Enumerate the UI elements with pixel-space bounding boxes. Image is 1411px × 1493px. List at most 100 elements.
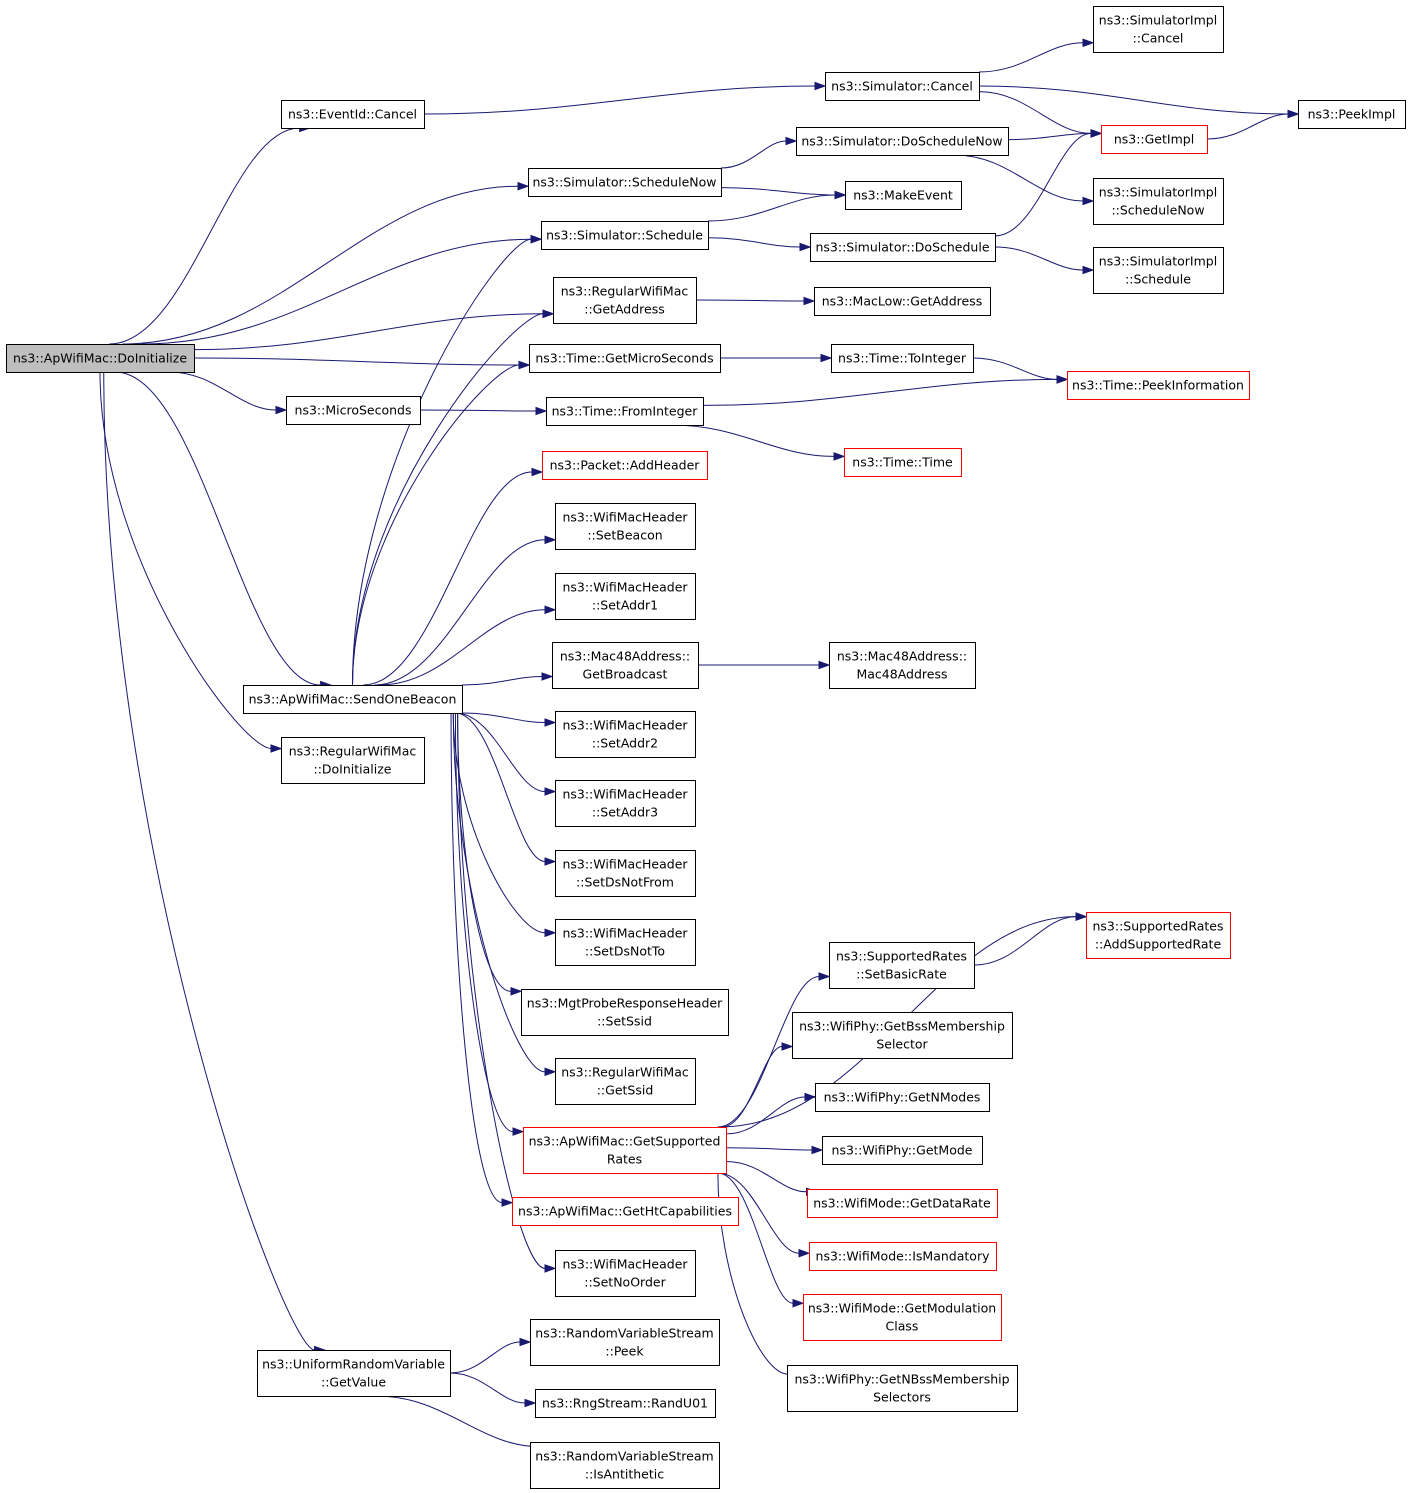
node-label: ::AddSupportedRate xyxy=(1095,937,1222,952)
edge-getSuppRates-to-getBssSel xyxy=(721,1042,794,1128)
node-label: ns3::Mac48Address:: xyxy=(837,649,967,664)
edge-root-to-microSec xyxy=(169,371,288,415)
node-wifimacheader-setdsnotfrom[interactable]: ns3::WifiMacHeader::SetDsNotFrom xyxy=(555,850,696,897)
edge-line xyxy=(1206,113,1289,140)
node-simulator-schedulenow[interactable]: ns3::Simulator::ScheduleNow xyxy=(528,168,722,197)
node-uniformrandomvariable-getvalue[interactable]: ns3::UniformRandomVariable::GetValue xyxy=(257,1350,451,1397)
edge-microSec-to-fromInteger xyxy=(419,406,548,416)
node-apwifimac-gethtcapabilities[interactable]: ns3::ApWifiMac::GetHtCapabilities xyxy=(512,1197,739,1226)
node-microseconds[interactable]: ns3::MicroSeconds xyxy=(286,396,421,425)
node-label: ns3::GetImpl xyxy=(1114,132,1194,147)
edge-sendBeacon-to-schedule xyxy=(352,234,543,686)
node-simulator-schedule[interactable]: ns3::Simulator::Schedule xyxy=(541,221,709,250)
edge-line xyxy=(717,976,820,1128)
node-label: ns3::Simulator::Schedule xyxy=(546,228,703,243)
node-label: ::SetAddr1 xyxy=(592,598,658,613)
edge-line xyxy=(978,91,1092,134)
node-box xyxy=(815,1083,990,1112)
node-supportedrates-setbasicrate[interactable]: ns3::SupportedRates::SetBasicRate xyxy=(829,942,975,989)
edge-line xyxy=(717,1172,794,1304)
node-regularwifimac-getssid[interactable]: ns3::RegularWifiMac::GetSsid xyxy=(555,1058,696,1105)
node-makeevent[interactable]: ns3::MakeEvent xyxy=(845,181,962,210)
node-randomvariablestream-peek[interactable]: ns3::RandomVariableStream::Peek xyxy=(530,1319,720,1366)
node-wifiphy-getmode[interactable]: ns3::WifiPhy::GetMode xyxy=(822,1136,983,1165)
edge-doSchedule-to-simImplSched xyxy=(994,246,1095,275)
edge-sendBeacon-to-setAddr2 xyxy=(461,712,557,727)
edge-arrowhead xyxy=(544,928,557,938)
edge-line xyxy=(725,1096,806,1135)
edge-line xyxy=(419,409,537,412)
node-apwifimac-sendonebeacon[interactable]: ns3::ApWifiMac::SendOneBeacon xyxy=(243,685,463,714)
node-wifimode-ismandatory[interactable]: ns3::WifiMode::IsMandatory xyxy=(809,1242,997,1271)
edge-root-to-evCancel xyxy=(109,123,312,345)
node-apwifimac-doinitialize[interactable]: ns3::ApWifiMac::DoInitialize xyxy=(6,344,195,373)
node-simulator-doschedulenow[interactable]: ns3::Simulator::DoScheduleNow xyxy=(796,127,1009,156)
edge-arrowhead xyxy=(275,405,288,415)
node-rngstream-randu01[interactable]: ns3::RngStream::RandU01 xyxy=(535,1389,716,1418)
node-time-frominteger[interactable]: ns3::Time::FromInteger xyxy=(546,397,704,426)
node-simulatorimpl-schedulenow[interactable]: ns3::SimulatorImpl::ScheduleNow xyxy=(1093,178,1224,225)
edge-arrowhead xyxy=(518,360,531,370)
node-wifimacheader-setaddr3[interactable]: ns3::WifiMacHeader::SetAddr3 xyxy=(555,780,696,827)
node-box xyxy=(1101,125,1208,154)
node-regularwifimac-doinitialize[interactable]: ns3::RegularWifiMac::DoInitialize xyxy=(281,737,425,784)
node-simulator-doschedule[interactable]: ns3::Simulator::DoSchedule xyxy=(810,233,996,262)
edge-arrowhead xyxy=(833,452,846,461)
edge-sendBeacon-to-getHtCap xyxy=(450,712,514,1207)
node-wifimacheader-setbeacon[interactable]: ns3::WifiMacHeader::SetBeacon xyxy=(555,503,696,550)
edge-line xyxy=(725,1161,807,1193)
node-simulator-cancel[interactable]: ns3::Simulator::Cancel xyxy=(825,72,980,101)
node-supportedrates-addsupportedrate[interactable]: ns3::SupportedRates::AddSupportedRate xyxy=(1086,912,1231,959)
node-wifimacheader-setdsnotto[interactable]: ns3::WifiMacHeader::SetDsNotTo xyxy=(555,919,696,966)
node-mac48address-mac48address[interactable]: ns3::Mac48Address::Mac48Address xyxy=(829,642,976,689)
edge-line xyxy=(103,371,315,1351)
call-nodes: ns3::ApWifiMac::DoInitialize ns3::EventId… xyxy=(6,6,1406,1489)
node-label: ns3::EventId::Cancel xyxy=(288,107,417,122)
edge-arrowhead xyxy=(544,857,557,866)
node-randomvariablestream-isantithetic[interactable]: ns3::RandomVariableStream::IsAntithetic xyxy=(530,1442,720,1489)
node-time-getmicroseconds[interactable]: ns3::Time::GetMicroSeconds xyxy=(529,344,721,373)
edge-schedNow-to-makeEvent xyxy=(720,187,847,200)
node-label: ns3::WifiMacHeader xyxy=(562,510,688,525)
node-label: ns3::WifiMacHeader xyxy=(562,857,688,872)
node-simulatorimpl-cancel[interactable]: ns3::SimulatorImpl::Cancel xyxy=(1093,6,1224,53)
node-time-time[interactable]: ns3::Time::Time xyxy=(844,448,962,477)
node-eventid-cancel[interactable]: ns3::EventId::Cancel xyxy=(281,100,425,129)
node-regularwifimac-getaddress[interactable]: ns3::RegularWifiMac::GetAddress xyxy=(553,277,697,324)
node-time-peekinformation[interactable]: ns3::Time::PeekInformation xyxy=(1067,371,1250,400)
node-mac48address-getbroadcast[interactable]: ns3::Mac48Address::GetBroadcast xyxy=(552,642,699,689)
node-box xyxy=(803,1294,1002,1341)
node-label: ns3::WifiMode::GetModulation xyxy=(808,1301,996,1316)
edge-line xyxy=(109,127,300,345)
node-box xyxy=(1093,6,1224,53)
node-wifimode-getdatarate[interactable]: ns3::WifiMode::GetDataRate xyxy=(807,1189,998,1218)
edge-line xyxy=(1007,132,1092,141)
node-wifimacheader-setaddr2[interactable]: ns3::WifiMacHeader::SetAddr2 xyxy=(555,711,696,758)
node-wifiphy-getnmodes[interactable]: ns3::WifiPhy::GetNModes xyxy=(815,1083,990,1112)
node-box xyxy=(530,1319,720,1366)
edge-sendBeacon-to-setDsNotFrom xyxy=(455,712,557,866)
node-maclow-getaddress[interactable]: ns3::MacLow::GetAddress xyxy=(814,287,991,316)
node-box xyxy=(555,850,696,897)
node-getimpl[interactable]: ns3::GetImpl xyxy=(1101,125,1208,154)
edge-schedNow-to-doSchedNow xyxy=(720,136,798,169)
node-time-tointeger[interactable]: ns3::Time::ToInteger xyxy=(831,344,974,373)
node-box xyxy=(787,1365,1018,1412)
edge-arrowhead xyxy=(270,744,283,753)
node-mgtproberesponseheader-setssid[interactable]: ns3::MgtProbeResponseHeader::SetSsid xyxy=(521,989,729,1036)
node-label: ns3::RandomVariableStream xyxy=(535,1449,713,1464)
node-box xyxy=(528,168,722,197)
node-simulatorimpl-schedule[interactable]: ns3::SimulatorImpl::Schedule xyxy=(1093,247,1224,294)
node-wifimacheader-setaddr1[interactable]: ns3::WifiMacHeader::SetAddr1 xyxy=(555,573,696,620)
edge-line xyxy=(122,185,519,345)
node-packet-addheader[interactable]: ns3::Packet::AddHeader xyxy=(542,451,708,480)
node-wifimacheader-setnoorder[interactable]: ns3::WifiMacHeader::SetNoOrder xyxy=(555,1250,696,1297)
node-peekimpl[interactable]: ns3::PeekImpl xyxy=(1298,100,1406,129)
node-label: ::Schedule xyxy=(1125,272,1191,287)
edge-sendBeacon-to-setAddr3 xyxy=(455,712,557,796)
node-box xyxy=(810,233,996,262)
